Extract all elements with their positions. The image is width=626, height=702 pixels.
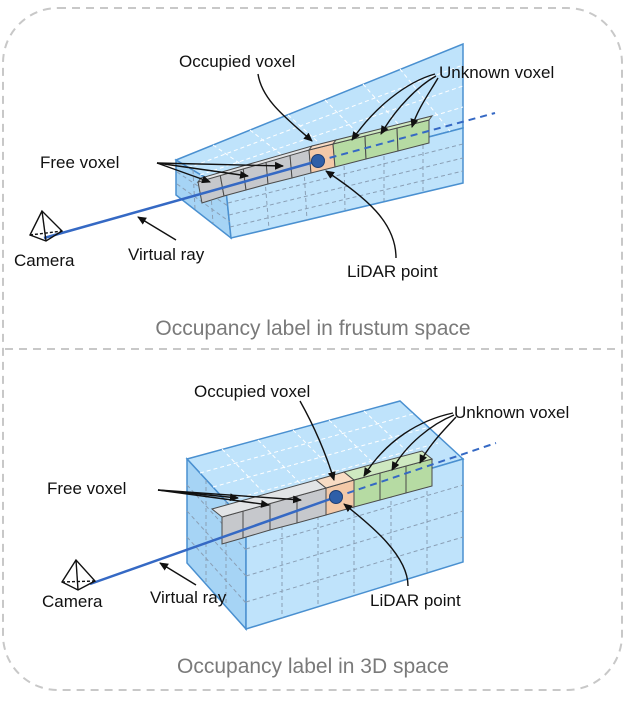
- virtual-ray-label: Virtual ray: [128, 245, 205, 264]
- arrow-free-3d-2: [157, 489, 270, 508]
- frustum-camera-icon: [29, 209, 64, 242]
- camera-label: Camera: [14, 251, 75, 270]
- arrow-free-3d-3: [157, 489, 302, 504]
- occupied-voxel-label: Occupied voxel: [179, 52, 295, 71]
- arrow-unknown-frustum-2: [380, 75, 437, 135]
- arrow-lidar-frustum: [325, 170, 397, 259]
- free-voxel-label: Free voxel: [47, 479, 126, 498]
- arrow-unknown-3d-1: [363, 412, 454, 477]
- space3d-ray-extension: [335, 442, 497, 498]
- arrow-occupied-3d: [299, 400, 336, 481]
- outer-frame: [2, 7, 623, 691]
- lidar-point-label: LiDAR point: [347, 262, 438, 281]
- space3d-caption: Occupancy label in 3D space: [177, 655, 449, 678]
- space3d-panel: Occupied voxel Unknown voxel Free voxel …: [42, 382, 569, 678]
- arrow-occupied-frustum: [257, 73, 313, 142]
- frustum-panel: Occupied voxel Unknown voxel Free voxel …: [14, 42, 554, 340]
- camera-label: Camera: [42, 592, 103, 611]
- arrow-unknown-3d-2: [391, 414, 455, 471]
- occupied-voxel-label: Occupied voxel: [194, 382, 310, 401]
- frustum-virtual-ray: [43, 159, 319, 240]
- arrow-ray-3d: [159, 562, 197, 586]
- space3d-camera-icon: [60, 558, 97, 591]
- frustum-caption: Occupancy label in frustum space: [155, 317, 470, 340]
- unknown-voxel-label: Unknown voxel: [439, 63, 554, 82]
- arrow-unknown-frustum-3: [410, 77, 439, 128]
- lidar-point-label: LiDAR point: [370, 591, 461, 610]
- arrow-unknown-frustum-1: [351, 73, 436, 141]
- space3d-lidar-point: [329, 490, 343, 504]
- space3d-virtual-ray: [89, 495, 337, 586]
- arrow-ray-frustum: [137, 216, 177, 241]
- arrow-free-frustum-2: [156, 162, 249, 179]
- unknown-voxel-label: Unknown voxel: [454, 403, 569, 422]
- arrow-lidar-3d: [343, 503, 409, 587]
- free-voxel-label: Free voxel: [40, 153, 119, 172]
- arrow-unknown-3d-3: [419, 416, 457, 464]
- frustum-ray-extension: [317, 112, 496, 162]
- arrow-free-frustum-3: [156, 161, 284, 170]
- frustum-lidar-point: [311, 154, 325, 168]
- virtual-ray-label: Virtual ray: [150, 588, 227, 607]
- arrow-free-frustum-1: [156, 162, 211, 184]
- space3d-volume: [185, 400, 465, 631]
